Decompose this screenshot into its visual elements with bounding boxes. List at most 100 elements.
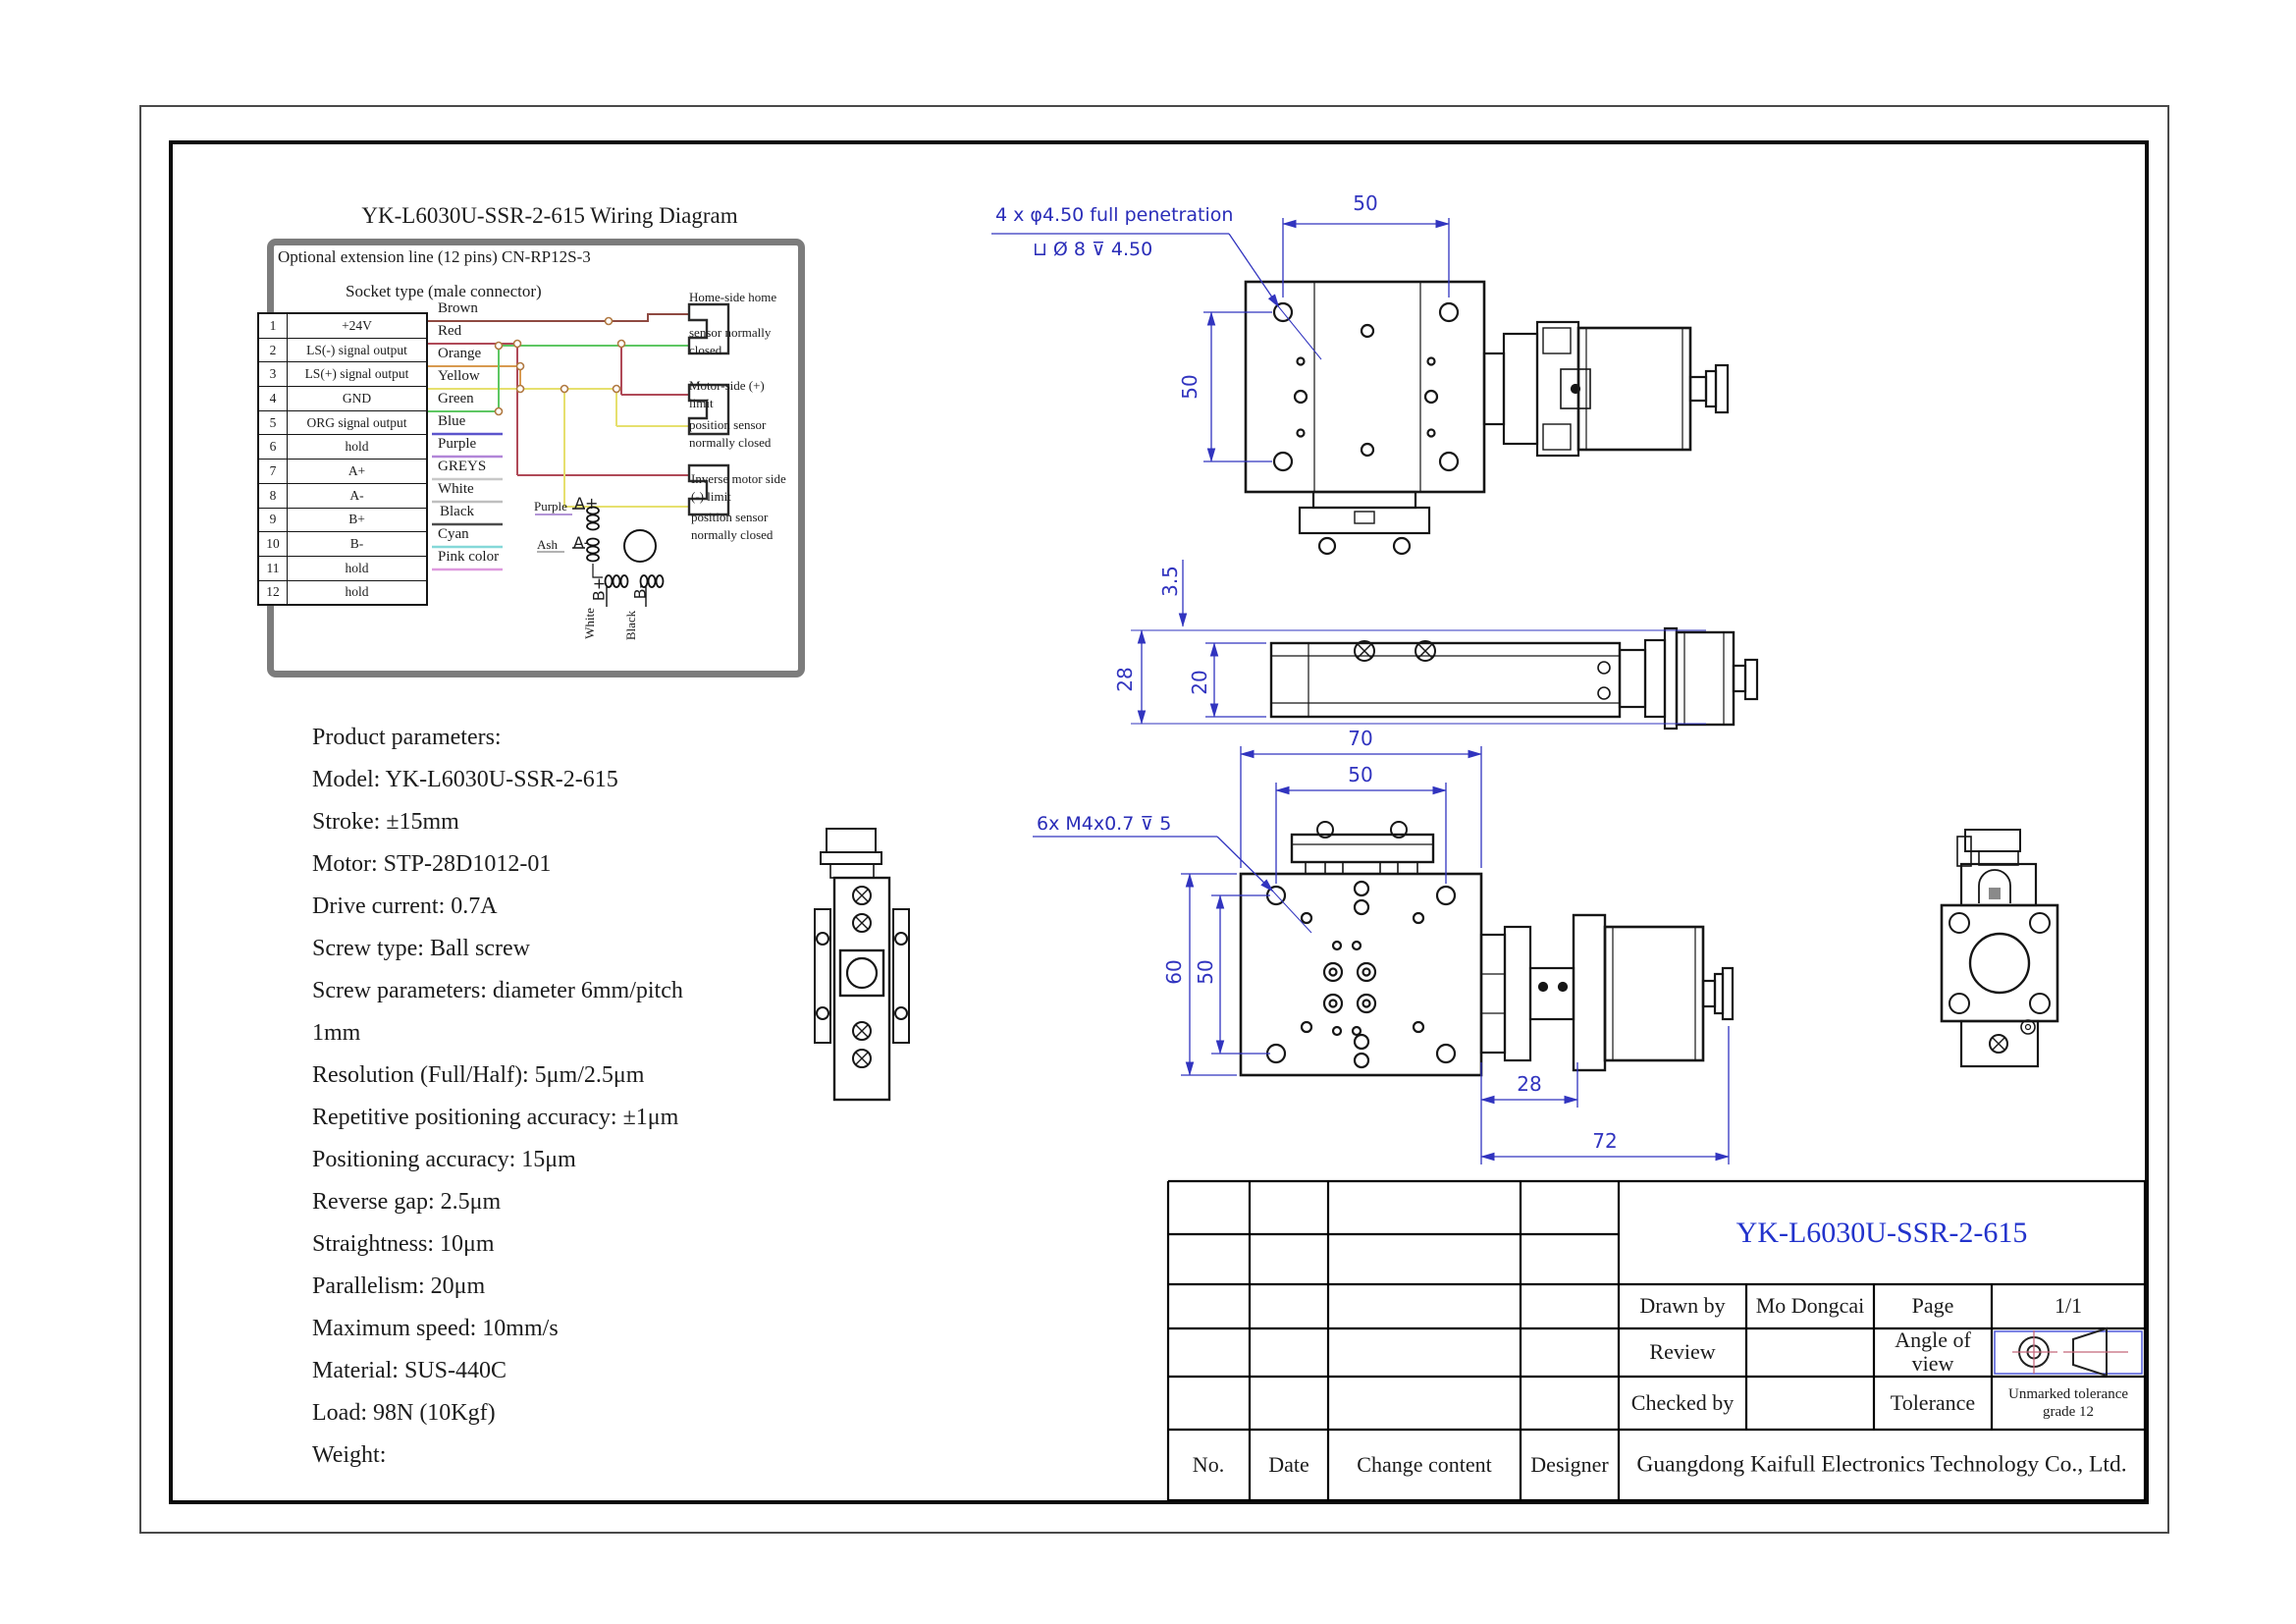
wire-label-pink: Pink color <box>438 549 500 565</box>
no-label: No. <box>1192 1452 1225 1477</box>
wire-label-white: White <box>438 481 474 497</box>
pin-row: 12 hold <box>259 579 426 605</box>
sheet-outer-border <box>139 105 2169 1534</box>
param-line: Drive current: 0.7A <box>312 893 498 919</box>
phase-b-plus: B+ <box>589 576 609 602</box>
dim-bottom-hole-span: 50 <box>1348 763 1373 786</box>
param-line: Parallelism: 20μm <box>312 1273 486 1299</box>
wire-label-black: Black <box>440 504 474 519</box>
sensor-inverse-label-4: normally closed <box>691 527 774 542</box>
pin-label: hold <box>345 439 369 455</box>
titleblock-part-number: YK-L6030U-SSR-2-615 <box>1735 1217 2028 1249</box>
param-line: Weight: <box>312 1442 387 1468</box>
pin-number: 1 <box>259 314 288 338</box>
dim-top-width: 50 <box>1353 191 1378 215</box>
pin-number: 11 <box>259 556 288 580</box>
dim-bottom-height: 60 <box>1162 959 1186 985</box>
wire-label-yellow: Yellow <box>438 368 480 384</box>
phase-b-minus: B- <box>630 582 650 600</box>
pin-number: 5 <box>259 410 288 435</box>
projection-angle-icon <box>1994 1326 2143 1378</box>
sensor-home-label-1: Home-side home <box>689 290 777 304</box>
sensor-motor-label-4: normally closed <box>689 435 772 450</box>
pin-row: 8 A- <box>259 482 426 508</box>
param-line: Resolution (Full/Half): 5μm/2.5μm <box>312 1062 645 1088</box>
wire-red <box>428 343 689 476</box>
pin-label: LS(+) signal output <box>304 366 409 382</box>
pin-label: GND <box>342 390 372 406</box>
wire-brown <box>428 313 689 322</box>
tolerance-label: Tolerance <box>1890 1390 1976 1415</box>
checked-by-label: Checked by <box>1630 1390 1735 1415</box>
pin-label: LS(-) signal output <box>306 342 407 357</box>
dim-bottom-width: 70 <box>1348 727 1373 750</box>
pin-label: ORG signal output <box>306 414 407 430</box>
pin-number: 2 <box>259 338 288 362</box>
param-line: Reverse gap: 2.5μm <box>312 1189 502 1215</box>
sensor-inverse-label-2: (-) limit <box>691 489 731 504</box>
motor-winding-icon <box>535 506 665 607</box>
wire-label-brown: Brown <box>438 300 478 316</box>
dim-side-body: 20 <box>1188 670 1211 695</box>
dim-bottom-hole-span-v: 50 <box>1194 959 1217 985</box>
dim-side-plate: 3.5 <box>1158 566 1182 597</box>
drawn-by-value: Mo Dongcai <box>1755 1293 1865 1318</box>
pin-label: A- <box>349 487 364 503</box>
sensor-connector-icons <box>687 302 730 516</box>
param-line: Screw type: Ball screw <box>312 936 530 961</box>
sensor-motor-label-2: limit <box>689 396 714 410</box>
pin-row: 4 GND <box>259 386 426 410</box>
pin-label: A+ <box>347 462 366 478</box>
phase-a-plus: A+ <box>574 494 599 513</box>
param-line: Screw parameters: diameter 6mm/pitch <box>312 978 683 1003</box>
param-line: 1mm <box>312 1020 361 1046</box>
tap-note: 6x M4x0.7 ⊽ 5 <box>1037 813 1172 835</box>
sensor-inverse-label-3: position sensor <box>691 510 769 524</box>
change-content-label: Change content <box>1357 1452 1492 1477</box>
param-line: Positioning accuracy: 15μm <box>312 1147 576 1172</box>
pin-number: 4 <box>259 387 288 410</box>
phase-a-plus-wire: Purple <box>534 499 567 514</box>
pin-number: 3 <box>259 362 288 387</box>
pin-number: 8 <box>259 483 288 508</box>
pin-number: 9 <box>259 508 288 532</box>
dim-top-height: 50 <box>1178 374 1201 400</box>
pin-row: 9 B+ <box>259 507 426 532</box>
view-right-end <box>1940 829 2059 1068</box>
wire-label-red: Red <box>438 323 462 339</box>
pin-row: 2 LS(-) signal output <box>259 337 426 362</box>
pin-row: 3 LS(+) signal output <box>259 361 426 387</box>
sensor-inverse-label-1: Inverse motor side <box>691 471 786 486</box>
pin-label: B- <box>349 536 364 552</box>
pin-label: hold <box>345 584 369 600</box>
wiring-diagram-title: YK-L6030U-SSR-2-615 Wiring Diagram <box>361 203 738 228</box>
socket-type-note: Socket type (male connector) <box>346 282 542 300</box>
pin-number: 6 <box>259 435 288 460</box>
phase-a-minus: A- <box>573 533 590 552</box>
page-value: 1/1 <box>2054 1293 2083 1318</box>
view-left-end <box>814 828 910 1102</box>
page-label: Page <box>1911 1293 1954 1318</box>
wire-label-blue: Blue <box>438 413 466 429</box>
counterbore-note: 4 x φ4.50 full penetration <box>995 204 1234 226</box>
pin-label: B+ <box>348 512 365 527</box>
optional-extension-note: Optional extension line (12 pins) CN-RP1… <box>278 247 591 266</box>
review-label: Review <box>1649 1339 1716 1364</box>
param-line: Straightness: 10μm <box>312 1231 495 1257</box>
pin-row: 1+24V <box>259 314 426 338</box>
counterbore-spec: ⊔ Ø 8 ⊽ 4.50 <box>1033 239 1153 260</box>
param-line: Product parameters: <box>312 725 502 750</box>
company-name: Guangdong Kaifull Electronics Technology… <box>1636 1451 2127 1478</box>
param-line: Repetitive positioning accuracy: ±1μm <box>312 1105 679 1130</box>
pin-row: 6 hold <box>259 434 426 460</box>
wire-label-purple: Purple <box>438 436 477 452</box>
pin-number: 12 <box>259 580 288 605</box>
date-label: Date <box>1268 1452 1309 1477</box>
wire-label-cyan: Cyan <box>438 526 469 542</box>
wire-nodes <box>494 316 626 416</box>
tolerance-value: Unmarked tolerance grade 12 <box>2007 1386 2129 1420</box>
phase-b-minus-wire: Black <box>623 610 638 641</box>
